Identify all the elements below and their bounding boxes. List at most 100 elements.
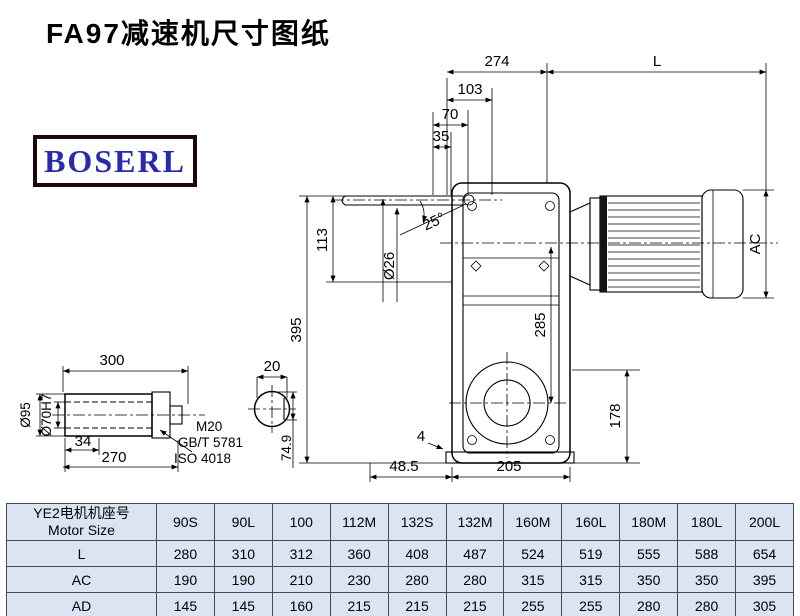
motor-size-header-cell: YE2电机机座号 Motor Size (6, 503, 157, 541)
mounting-foot (445, 451, 575, 464)
dimension-20: 20 (257, 358, 287, 380)
value-cell: 519 (561, 540, 621, 567)
size-col-header: 90S (156, 503, 215, 541)
motor-size-label-cn: YE2电机机座号 (33, 505, 130, 521)
value-cell: 215 (387, 592, 447, 616)
dimension-285: 285 (532, 247, 554, 403)
input-shaft (332, 194, 502, 206)
shaft-detail: 300 Ø95 Ø70H7 34 270 M20 GB/T 5781 (18, 352, 243, 472)
dim-label-34: 34 (75, 433, 92, 450)
value-cell: 215 (445, 592, 505, 616)
value-cell: 280 (156, 540, 215, 567)
dimension-4: 4 (417, 428, 444, 450)
dimension-395: 395 (288, 196, 310, 463)
boserl-logo: BOSERL (33, 135, 197, 187)
motor (440, 189, 778, 299)
dim-label-dia95: Ø95 (18, 402, 33, 428)
dim-label-178: 178 (607, 403, 624, 428)
motor-size-label-en: Motor Size (48, 522, 115, 538)
value-cell: 215 (329, 592, 389, 616)
table-row-AC: AC 190 190 210 230 280 280 315 315 350 3… (6, 566, 794, 593)
value-cell: 280 (387, 566, 447, 593)
dimension-dia70h7: Ø70H7 (39, 394, 61, 436)
value-cell: 524 (503, 540, 563, 567)
dim-label-270: 270 (101, 449, 126, 466)
dimension-AC: AC (747, 190, 769, 298)
dimension-113: 113 (314, 196, 336, 282)
inspection-mark-right (538, 260, 550, 272)
dim-label-dia26: Ø26 (381, 252, 398, 280)
dim-label-205: 205 (496, 458, 521, 475)
dimension-34: 34 (65, 433, 99, 453)
dimension-L: L (547, 53, 766, 75)
callout-iso-standard: ISO 4018 (174, 451, 231, 466)
dimension-205: 205 (452, 458, 570, 480)
dim-label-AC: AC (747, 233, 764, 254)
motor-size-table: YE2电机机座号 Motor Size 90S 90L 100 112M 132… (6, 503, 794, 616)
value-cell: 654 (735, 540, 794, 567)
size-col-header: 200L (735, 503, 794, 541)
retaining-bolt (169, 405, 183, 425)
technical-drawing: 274 L 103 70 35 25° Ø26 (18, 53, 778, 482)
value-cell: 210 (271, 566, 331, 593)
dimension-274: 274 (447, 53, 547, 75)
dim-label-395: 395 (288, 317, 305, 342)
value-cell: 487 (445, 540, 505, 567)
dimension-70: 70 (433, 106, 468, 128)
dim-label-L: L (653, 53, 661, 70)
callout-gb-standard: GB/T 5781 (178, 435, 243, 450)
dimension-270: 270 (63, 449, 178, 470)
size-col-header: 180M (619, 503, 679, 541)
value-cell: 160 (271, 592, 331, 616)
value-cell: 230 (329, 566, 389, 593)
dim-label-48_5: 48.5 (389, 458, 418, 475)
fan-cowl (701, 189, 744, 299)
value-cell: 190 (213, 566, 273, 593)
value-cell: 255 (561, 592, 621, 616)
callout-m20: M20 (196, 419, 222, 434)
dim-label-74_9: 74.9 (279, 435, 294, 461)
dim-label-300: 300 (99, 352, 124, 369)
dimension-300: 300 (63, 352, 188, 374)
dimension-178: 178 (607, 370, 630, 463)
size-col-header: 90L (213, 503, 273, 541)
bolt-callout: M20 GB/T 5781 ISO 4018 (159, 419, 243, 466)
row-label: AD (6, 592, 157, 616)
table-header-row: YE2电机机座号 Motor Size 90S 90L 100 112M 132… (6, 503, 794, 541)
gearbox-body (445, 182, 575, 464)
value-cell: 145 (156, 592, 215, 616)
dimension-25deg: 25° (399, 200, 467, 236)
inspection-mark-left (470, 260, 482, 272)
motor-flange (589, 197, 601, 291)
dim-label-4: 4 (417, 428, 425, 445)
value-cell: 360 (329, 540, 389, 567)
size-col-header: 112M (329, 503, 389, 541)
dim-label-35: 35 (433, 128, 450, 145)
value-cell: 255 (503, 592, 563, 616)
boserl-logo-text: BOSERL (44, 142, 186, 179)
table-row-L: L 280 310 312 360 408 487 524 519 555 58… (6, 540, 794, 567)
value-cell: 395 (735, 566, 794, 593)
row-label: L (6, 540, 157, 567)
value-cell: 588 (677, 540, 737, 567)
value-cell: 350 (619, 566, 679, 593)
size-col-header: 160L (561, 503, 621, 541)
dimension-35: 35 (433, 128, 451, 150)
size-col-header: 132S (387, 503, 447, 541)
value-cell: 280 (619, 592, 679, 616)
value-cell: 145 (213, 592, 273, 616)
size-col-header: 132M (445, 503, 505, 541)
motor-adapter (569, 202, 591, 286)
value-cell: 555 (619, 540, 679, 567)
value-cell: 315 (561, 566, 621, 593)
row-label: AC (6, 566, 157, 593)
motor-fins (608, 202, 700, 288)
shaft-section-detail: 20 74.9 (248, 358, 297, 468)
section-extension-lines (256, 377, 297, 468)
size-col-header: 180L (677, 503, 737, 541)
dimension-74_9: 74.9 (279, 392, 296, 461)
value-cell: 305 (735, 592, 794, 616)
value-cell: 315 (503, 566, 563, 593)
size-col-header: 100 (271, 503, 331, 541)
